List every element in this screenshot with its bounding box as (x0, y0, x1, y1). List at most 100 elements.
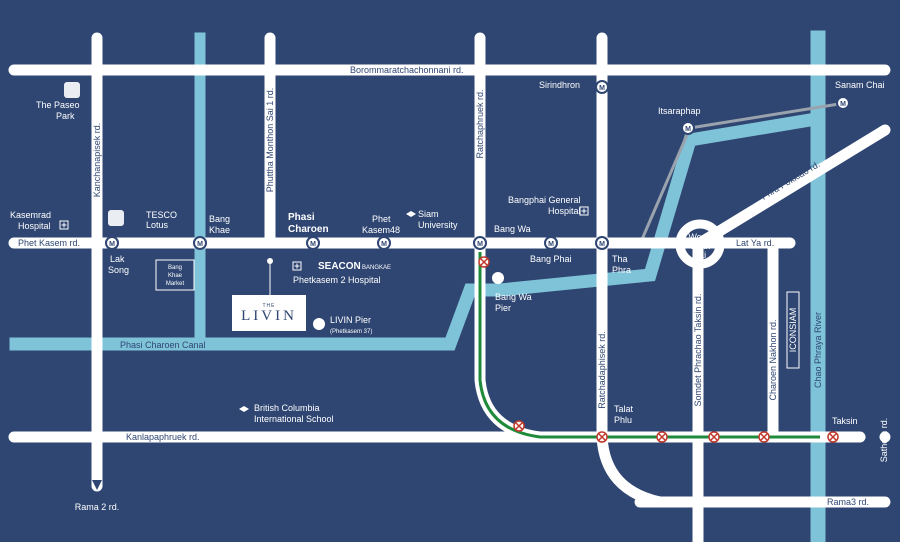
svg-text:M: M (685, 126, 691, 133)
tha-phra-label-2: Phra (612, 265, 631, 275)
kasemrad-label-2: Hospital (18, 221, 51, 231)
svg-text:M: M (109, 241, 115, 248)
sanam-chai-label: Sanam Chai (835, 80, 885, 90)
svg-text:M: M (599, 85, 605, 92)
green-metro-line (478, 252, 820, 439)
rama2-arrow-icon (92, 480, 102, 490)
bang-khae-station-icon: M (193, 236, 207, 250)
bang-phai-station-icon: M (544, 236, 558, 250)
phra-pokklao-label: Phra Pokklao rd. (759, 159, 821, 202)
bang-wa-station-icon: M (473, 236, 487, 250)
ratchaphruek-label: Ratchaphruek rd. (475, 89, 485, 158)
waterways (9, 30, 826, 542)
phet-kasem48-station-icon: M (377, 236, 391, 250)
kanlapaphruek-label: Kanlapaphruek rd. (126, 432, 200, 442)
ratchadaphisek-label: Ratchadaphisek rd. (597, 331, 607, 409)
wong-wian-label-3: Yai (694, 250, 706, 260)
phetkasem-hospital-label: Phetkasem 2 Hospital (293, 275, 381, 285)
wong-wian-label-2: Wian (690, 241, 711, 251)
tha-phra-station-icon: M (595, 236, 609, 250)
british-label-2: International School (254, 414, 334, 424)
seacon-label: SEACON (318, 261, 361, 272)
svg-text:M: M (310, 241, 316, 248)
bang-wa-pier-icon (492, 272, 504, 284)
livin-logo: THE LIVIN (232, 295, 306, 331)
bangphai-hosp-label-2: Hospital (548, 206, 581, 216)
tha-phra-label-1: Tha (612, 254, 628, 264)
bang-khae-label-2: Khae (209, 225, 230, 235)
rama2-label: Rama 2 rd. (75, 502, 120, 512)
livin-pier-label-2: (Phetkasem 37) (330, 329, 372, 335)
paseo-park-icon (64, 82, 80, 98)
bangphai-hosp-label-1: Bangphai General (508, 195, 581, 205)
sirindhron-label: Sirindhron (539, 80, 580, 90)
lak-song-label-2: Song (108, 265, 129, 275)
british-school-icon (239, 406, 249, 412)
livin-logo-name: LIVIN (241, 307, 297, 324)
bang-wa-pier-label-1: Bang Wa (495, 292, 532, 302)
phasi-label-2: Charoen (288, 224, 329, 235)
chao-phraya-label: Chao Phraya River (813, 312, 823, 388)
ratchadaphisek-curve (596, 431, 666, 508)
sathorn-label: Sathorn rd. (879, 418, 889, 463)
market-label-3: Market (166, 281, 185, 287)
green-station-1-icon (513, 420, 525, 432)
green-station-3-icon (708, 431, 720, 443)
seacon-label-2: BANGKAE (362, 265, 391, 271)
livin-logo-the: THE (262, 302, 276, 309)
taksin-bts-icon (827, 431, 839, 443)
sanam-chai-station-icon: M (836, 96, 850, 110)
svg-text:M: M (381, 241, 387, 248)
canal-label: Phasi Charoen Canal (120, 340, 206, 350)
wong-wian-label-1: Wong (688, 232, 711, 242)
itsaraphap-station-icon: M (681, 121, 695, 135)
bangphai-hospital-icon (579, 206, 589, 216)
livin-pin-dot (267, 258, 273, 264)
kanchanapisek-label: Kanchanapisek rd. (92, 123, 102, 198)
livin-pier-icon (313, 318, 325, 330)
charoen-nakhon-label: Charoen Nakhon rd. (768, 319, 778, 400)
svg-text:M: M (840, 101, 846, 108)
lak-song-label-1: Lak (110, 254, 125, 264)
sathorn-arrow-icon (858, 432, 866, 442)
phuttha-monthon-label: Phuttha Monthon Sai 1 rd. (265, 88, 275, 193)
bang-khae-market-box (155, 259, 195, 291)
market-label-2: Khae (168, 273, 183, 279)
green-station-4-icon (758, 431, 770, 443)
green-station-2-icon (656, 431, 668, 443)
svg-text:M: M (599, 241, 605, 248)
phet-kasem48-label-2: Kasem48 (362, 225, 400, 235)
tesco-lotus-icon (108, 210, 124, 226)
paseo-label-2: Park (56, 111, 75, 121)
bang-phai-label: Bang Phai (530, 254, 572, 264)
livin-pier-label-1: LIVIN Pier (330, 315, 371, 325)
talat-phlu-label-2: Phlu (614, 415, 632, 425)
talat-phlu-label-1: Talat (614, 404, 634, 414)
taksin-label: Taksin (832, 416, 858, 426)
phet-kasem-label: Phet Kasem rd. (18, 238, 80, 248)
bang-khae-label-1: Bang (209, 214, 230, 224)
bang-wa-label: Bang Wa (494, 224, 531, 234)
phetkasem-hospital-icon (292, 261, 302, 271)
wong-wian-yai-roundabout (675, 219, 725, 269)
phra-pokklao-road (694, 124, 891, 249)
british-label-1: British Columbia (254, 403, 320, 413)
siam-label-1: Siam (418, 209, 439, 219)
siam-label-2: University (418, 220, 458, 230)
itsaraphap-label: Itsaraphap (658, 106, 701, 116)
kasemrad-label-1: Kasemrad (10, 210, 51, 220)
lak-song-station-icon: M (105, 236, 119, 250)
kasemrad-hospital-icon (59, 220, 69, 230)
talat-phlu-bts-icon (596, 431, 608, 443)
tesco-label-1: TESCO (146, 210, 177, 220)
phasi-charoen-station-icon: M (306, 236, 320, 250)
svg-text:M: M (197, 241, 203, 248)
iconsiam-label: ICONSIAM (788, 308, 798, 353)
lat-ya-label: Lat Ya rd. (736, 238, 774, 248)
tesco-label-2: Lotus (146, 220, 169, 230)
bang-wa-bts-icon (478, 256, 490, 268)
market-label-1: Bang (168, 265, 182, 271)
svg-text:M: M (548, 241, 554, 248)
bang-wa-pier-label-2: Pier (495, 303, 511, 313)
